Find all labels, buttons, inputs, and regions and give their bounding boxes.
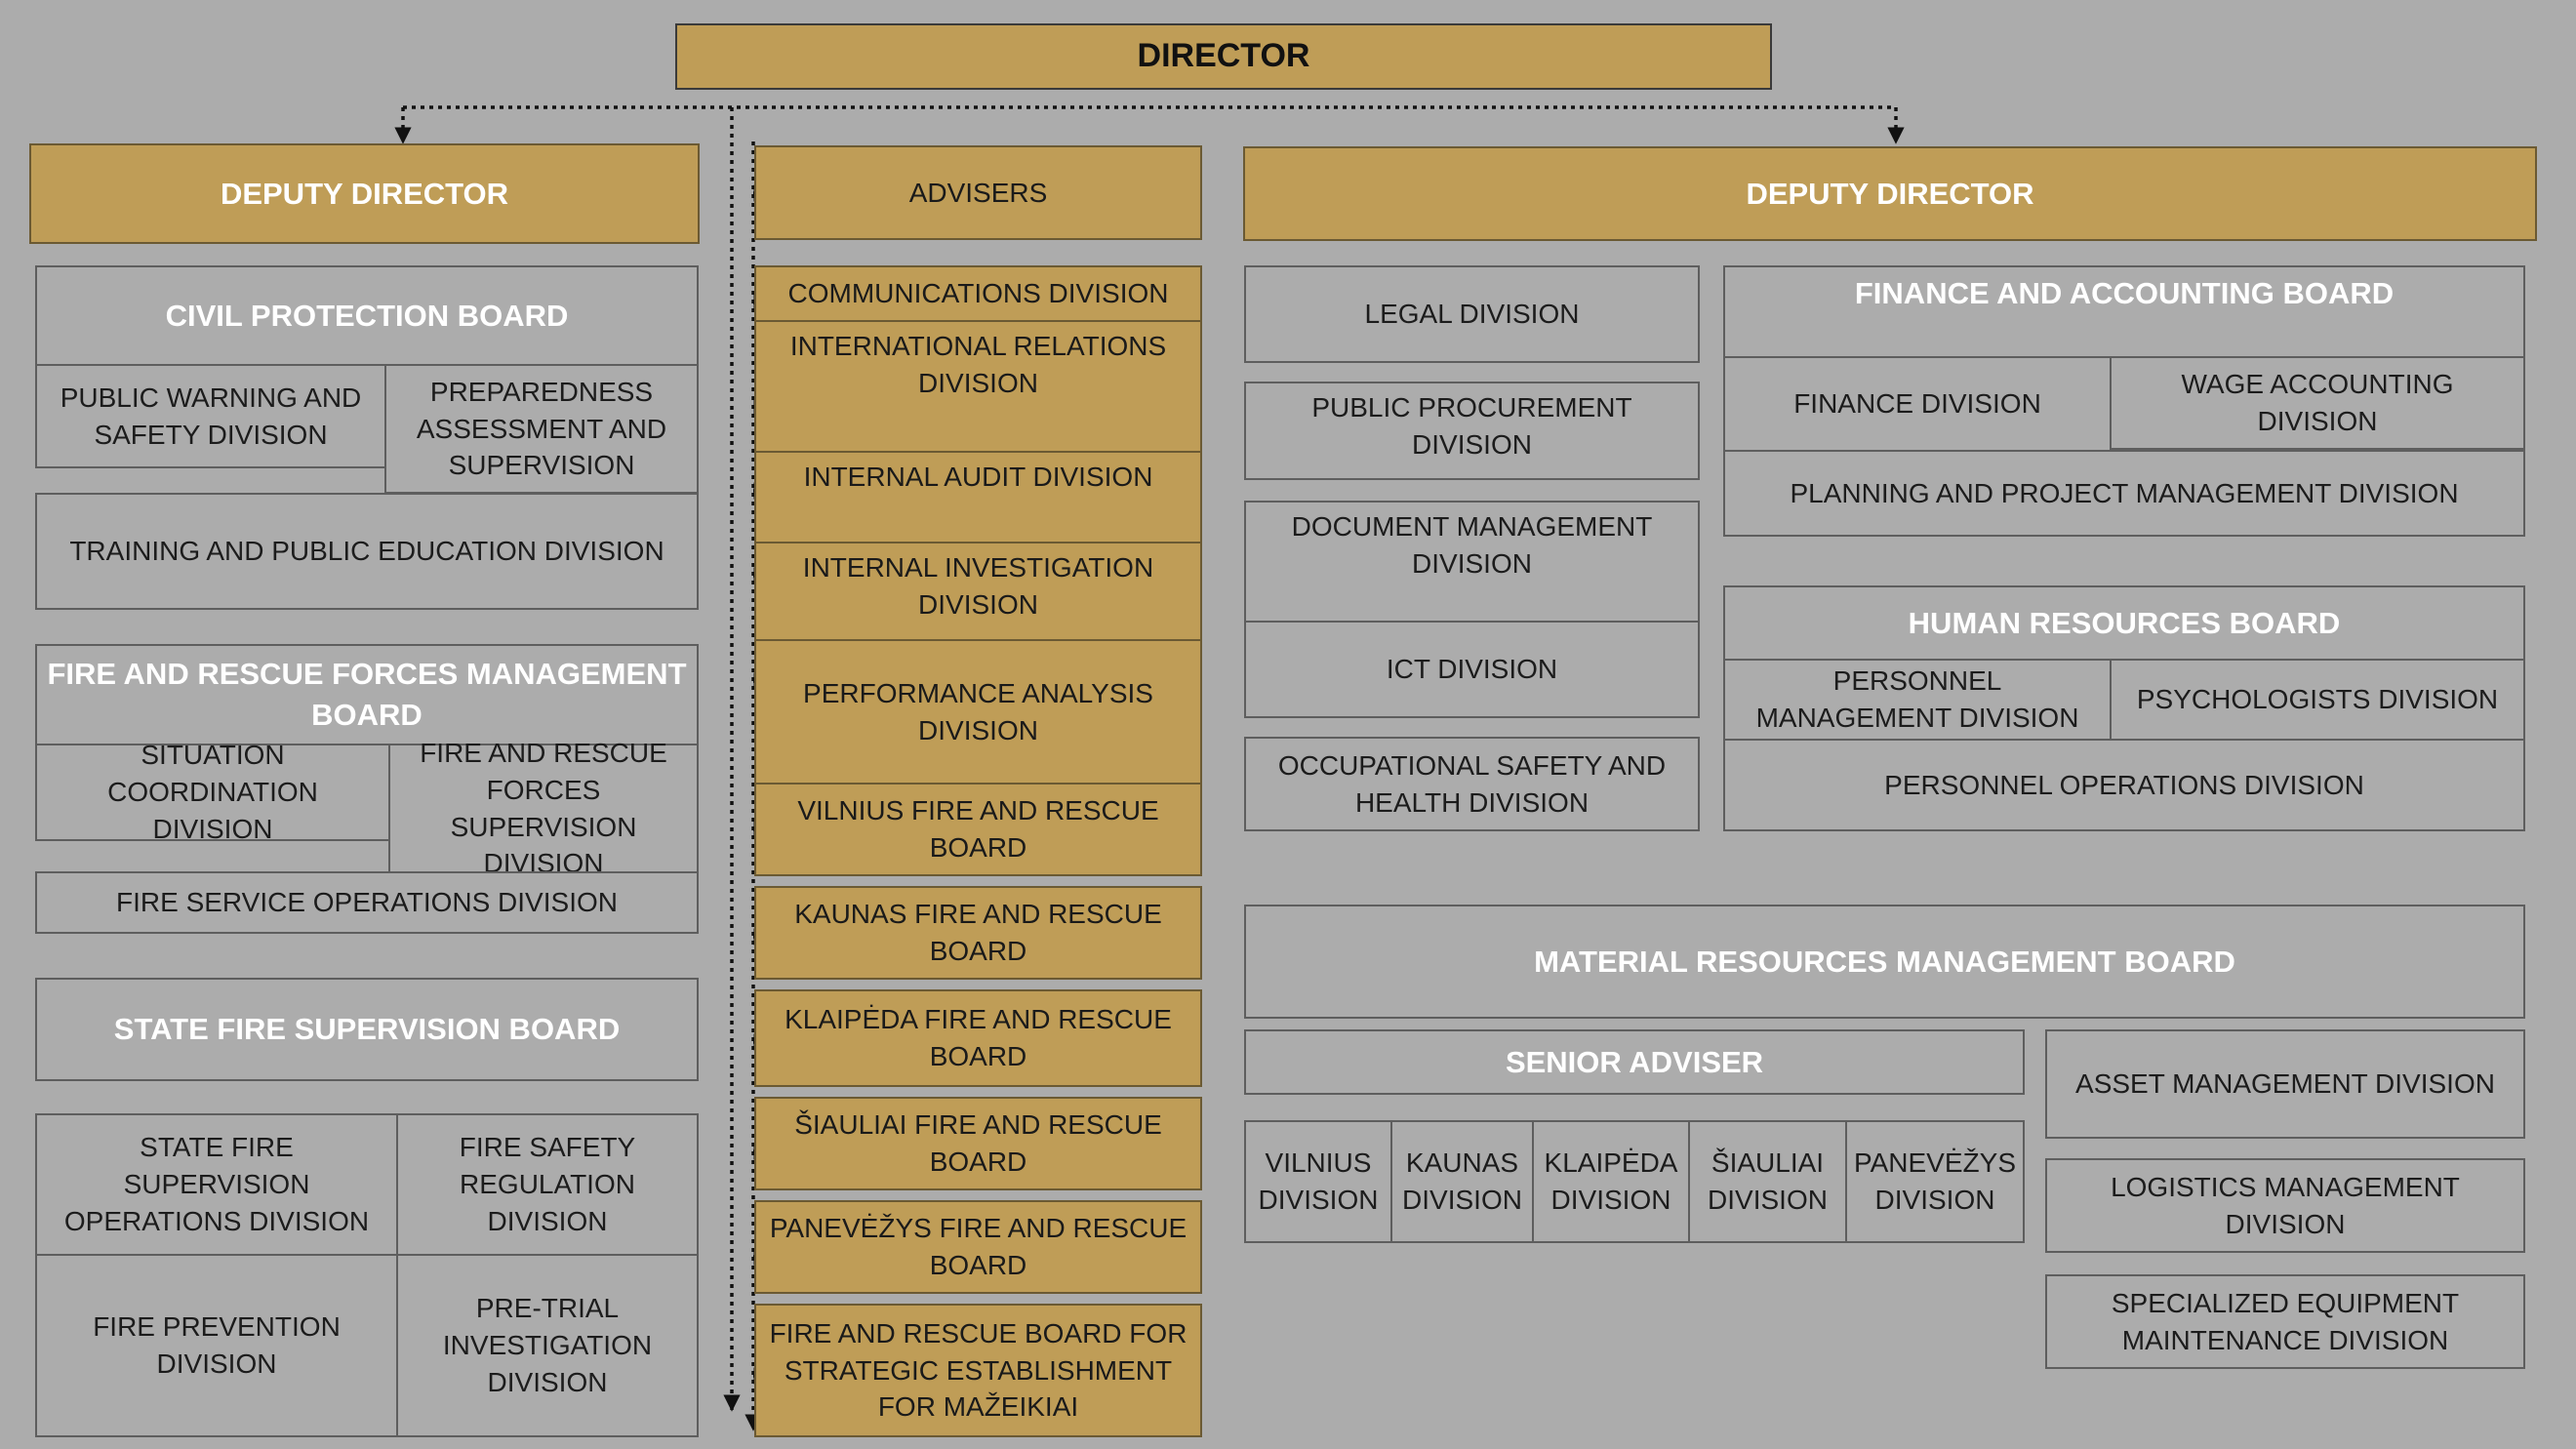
panevezys-fire-rescue-board: PANEVĖŽYS FIRE AND RESCUE BOARD [754, 1200, 1202, 1294]
kaunas-fire-rescue-board: KAUNAS FIRE AND RESCUE BOARD [754, 886, 1202, 980]
pre-trial-investigation-division: PRE-TRIAL INVESTIGATION DIVISION [396, 1254, 699, 1437]
occupational-safety-division: OCCUPATIONAL SAFETY AND HEALTH DIVISION [1244, 737, 1700, 831]
vilnius-division: VILNIUS DIVISION [1244, 1120, 1392, 1243]
international-relations-division: INTERNATIONAL RELATIONS DIVISION [754, 320, 1202, 453]
public-procurement-division: PUBLIC PROCUREMENT DIVISION [1244, 382, 1700, 480]
training-education-division: TRAINING AND PUBLIC EDUCATION DIVISION [35, 493, 699, 610]
right-deputy-director: DEPUTY DIRECTOR [1243, 146, 2537, 241]
left-deputy-director: DEPUTY DIRECTOR [29, 143, 700, 244]
preparedness-division: PREPAREDNESS ASSESSMENT AND SUPERVISION [384, 364, 699, 494]
performance-analysis-division: PERFORMANCE ANALYSIS DIVISION [754, 639, 1202, 785]
siauliai-fire-rescue-board: ŠIAULIAI FIRE AND RESCUE BOARD [754, 1097, 1202, 1190]
finance-division: FINANCE DIVISION [1723, 356, 2112, 452]
personnel-operations-division: PERSONNEL OPERATIONS DIVISION [1723, 739, 2525, 831]
klaipeda-division: KLAIPĖDA DIVISION [1532, 1120, 1690, 1243]
panevezys-division: PANEVĖŽYS DIVISION [1845, 1120, 2025, 1243]
klaipeda-fire-rescue-board: KLAIPĖDA FIRE AND RESCUE BOARD [754, 989, 1202, 1087]
ict-division: ICT DIVISION [1244, 621, 1700, 718]
fire-rescue-forces-board: FIRE AND RESCUE FORCES MANAGEMENT BOARD [35, 644, 699, 745]
vilnius-fire-rescue-board: VILNIUS FIRE AND RESCUE BOARD [754, 783, 1202, 876]
senior-adviser-box: SENIOR ADVISER [1244, 1029, 2025, 1095]
kaunas-division: KAUNAS DIVISION [1390, 1120, 1534, 1243]
advisers-box: ADVISERS [754, 145, 1202, 240]
material-resources-board: MATERIAL RESOURCES MANAGEMENT BOARD [1244, 905, 2525, 1019]
internal-audit-division: INTERNAL AUDIT DIVISION [754, 451, 1202, 543]
logistics-management-division: LOGISTICS MANAGEMENT DIVISION [2045, 1158, 2525, 1253]
psychologists-division: PSYCHOLOGISTS DIVISION [2110, 659, 2525, 741]
director-box: DIRECTOR [675, 23, 1772, 90]
fire-prevention-division: FIRE PREVENTION DIVISION [35, 1254, 398, 1437]
internal-investigation-division: INTERNAL INVESTIGATION DIVISION [754, 542, 1202, 641]
state-fire-supervision-operations-division: STATE FIRE SUPERVISION OPERATIONS DIVISI… [35, 1113, 398, 1256]
siauliai-division: ŠIAULIAI DIVISION [1688, 1120, 1847, 1243]
asset-management-division: ASSET MANAGEMENT DIVISION [2045, 1029, 2525, 1139]
mazeikiai-fire-rescue-board: FIRE AND RESCUE BOARD FOR STRATEGIC ESTA… [754, 1304, 1202, 1437]
fire-safety-regulation-division: FIRE SAFETY REGULATION DIVISION [396, 1113, 699, 1256]
personnel-management-division: PERSONNEL MANAGEMENT DIVISION [1723, 659, 2112, 741]
public-warning-division: PUBLIC WARNING AND SAFETY DIVISION [35, 364, 386, 468]
civil-protection-board: CIVIL PROTECTION BOARD [35, 265, 699, 366]
planning-project-management-division: PLANNING AND PROJECT MANAGEMENT DIVISION [1723, 450, 2525, 537]
finance-accounting-board: FINANCE AND ACCOUNTING BOARD [1723, 265, 2525, 358]
wage-accounting-division: WAGE ACCOUNTING DIVISION [2110, 356, 2525, 450]
document-management-division: DOCUMENT MANAGEMENT DIVISION [1244, 501, 1700, 623]
specialized-equipment-division: SPECIALIZED EQUIPMENT MAINTENANCE DIVISI… [2045, 1274, 2525, 1369]
situation-coordination-division: SITUATION COORDINATION DIVISION [35, 740, 390, 844]
communications-division: COMMUNICATIONS DIVISION [754, 265, 1202, 322]
fire-service-operations-division: FIRE SERVICE OPERATIONS DIVISION [35, 871, 699, 934]
legal-division: LEGAL DIVISION [1244, 265, 1700, 363]
state-fire-supervision-board: STATE FIRE SUPERVISION BOARD [35, 978, 699, 1081]
human-resources-board: HUMAN RESOURCES BOARD [1723, 585, 2525, 661]
forces-supervision-division: FIRE AND RESCUE FORCES SUPERVISION DIVIS… [388, 738, 699, 878]
